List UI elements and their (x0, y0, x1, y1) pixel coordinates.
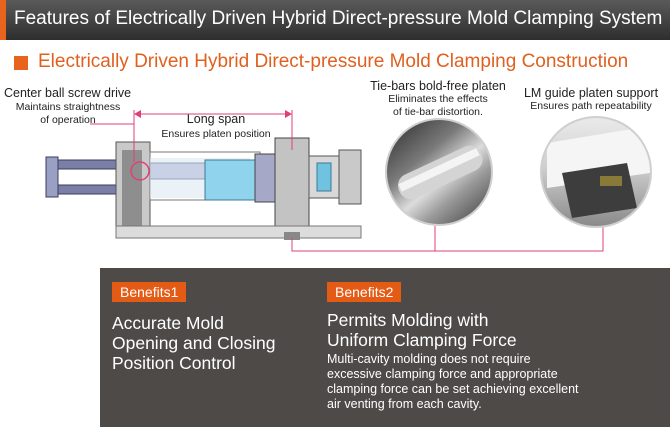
callout-desc: Maintains straightness (15, 101, 121, 113)
callout-title: LM guide platen support (523, 86, 659, 100)
lm-guide-photo (540, 116, 652, 228)
square-bullet-icon (14, 56, 28, 70)
page-title: Features of Electrically Driven Hybrid D… (14, 8, 663, 29)
header-accent-stripe (0, 0, 6, 40)
callout-tie-bar-platen: Tie-bars bold-free platen Eliminates the… (350, 79, 526, 119)
benefits2-heading-line: Uniform Clamping Force (327, 330, 517, 350)
benefits1-heading: Accurate Mold Opening and Closing Positi… (112, 313, 275, 373)
fixed-platen (338, 149, 362, 205)
mold-clamping-diagram (45, 110, 604, 252)
rear-block (115, 141, 151, 237)
benefits1-heading-line: Accurate Mold (112, 313, 224, 333)
callout-title: Long span (186, 112, 246, 126)
tie-bar-rods (45, 156, 119, 198)
callout-desc: of tie-bar distortion. (393, 106, 483, 118)
tie-bar-photo (385, 118, 493, 226)
section-title: Electrically Driven Hybrid Direct-pressu… (38, 51, 629, 72)
callout-title: Center ball screw drive (4, 86, 132, 100)
benefits2-text-line: excessive clamping force and appropriate (327, 367, 558, 381)
benefits2-text: Multi-cavity molding does not require ex… (327, 352, 579, 412)
benefits2-text-line: Multi-cavity molding does not require (327, 352, 531, 366)
tie-bar-photo-detail (397, 145, 483, 200)
long-span-arrow (134, 110, 292, 118)
callout-center-ball-screw: Center ball screw drive Maintains straig… (4, 86, 132, 127)
callout-desc: Eliminates the effects (388, 93, 488, 105)
benefits2-heading-line: Permits Molding with (327, 310, 489, 330)
mold-block (308, 155, 340, 199)
piston-cylinder (204, 159, 261, 201)
callout-desc: Ensures platen position (161, 128, 271, 140)
callout-desc: Ensures path repeatability (530, 100, 652, 112)
benefits2-text-line: clamping force can be set achieving exce… (327, 382, 579, 396)
benefits2-text-line: air venting from each cavity. (327, 397, 482, 411)
callout-long-span: Long span Ensures platen position (146, 112, 286, 141)
benefits2-heading: Permits Molding with Uniform Clamping Fo… (327, 310, 517, 350)
lm-guide-photo-detail (547, 126, 650, 218)
callout-lm-guide: LM guide platen support Ensures path rep… (512, 86, 670, 113)
moving-platen (254, 137, 310, 239)
header-banner: Features of Electrically Driven Hybrid D… (0, 0, 670, 40)
benefits1-badge: Benefits1 (112, 282, 187, 302)
benefits2-badge: Benefits2 (327, 282, 402, 302)
center-ball-highlight (130, 161, 150, 181)
callout-desc: of operation (40, 114, 96, 126)
benefits1-heading-line: Position Control (112, 353, 236, 373)
benefits1-heading-line: Opening and Closing (112, 333, 276, 353)
annotation-lines (90, 110, 604, 252)
machine-base (115, 225, 362, 240)
callout-title: Tie-bars bold-free platen (370, 79, 506, 93)
